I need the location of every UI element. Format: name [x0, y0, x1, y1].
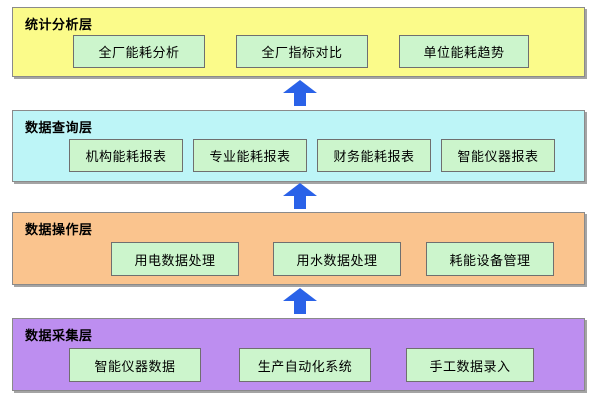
- node-unit-energy-trend[interactable]: 单位能耗趋势: [399, 35, 529, 68]
- node-water-data-processing[interactable]: 用水数据处理: [273, 242, 401, 276]
- layer-title-data-query: 数据查询层: [25, 121, 93, 136]
- layer-data-operation: 数据操作层 用电数据处理 用水数据处理 耗能设备管理: [12, 212, 585, 285]
- layer-title-data-operation: 数据操作层: [25, 223, 93, 238]
- node-organization-energy-report[interactable]: 机构能耗报表: [69, 139, 183, 172]
- layer-data-collection: 数据采集层 智能仪器数据 生产自动化系统 手工数据录入: [12, 318, 585, 391]
- layer-title-statistical-analysis: 统计分析层: [25, 18, 93, 33]
- node-smart-meter-data[interactable]: 智能仪器数据: [69, 348, 201, 382]
- node-full-plant-energy-analysis[interactable]: 全厂能耗分析: [73, 35, 205, 68]
- node-production-automation-system[interactable]: 生产自动化系统: [239, 348, 371, 382]
- arrow-collection-to-operation: [283, 288, 317, 314]
- arrow-query-to-analysis: [283, 80, 317, 106]
- arrow-operation-to-query: [283, 183, 317, 209]
- node-professional-energy-report[interactable]: 专业能耗报表: [193, 139, 307, 172]
- layer-statistical-analysis: 统计分析层 全厂能耗分析 全厂指标对比 单位能耗趋势: [12, 7, 585, 77]
- node-smart-meter-report[interactable]: 智能仪器报表: [441, 139, 555, 172]
- node-financial-energy-report[interactable]: 财务能耗报表: [317, 139, 431, 172]
- node-electricity-data-processing[interactable]: 用电数据处理: [111, 242, 239, 276]
- layer-data-query: 数据查询层 机构能耗报表 专业能耗报表 财务能耗报表 智能仪器报表: [12, 110, 585, 182]
- node-energy-equipment-management[interactable]: 耗能设备管理: [426, 242, 554, 276]
- layer-title-data-collection: 数据采集层: [25, 329, 93, 344]
- node-manual-data-entry[interactable]: 手工数据录入: [406, 348, 534, 382]
- node-full-plant-index-comparison[interactable]: 全厂指标对比: [236, 35, 368, 68]
